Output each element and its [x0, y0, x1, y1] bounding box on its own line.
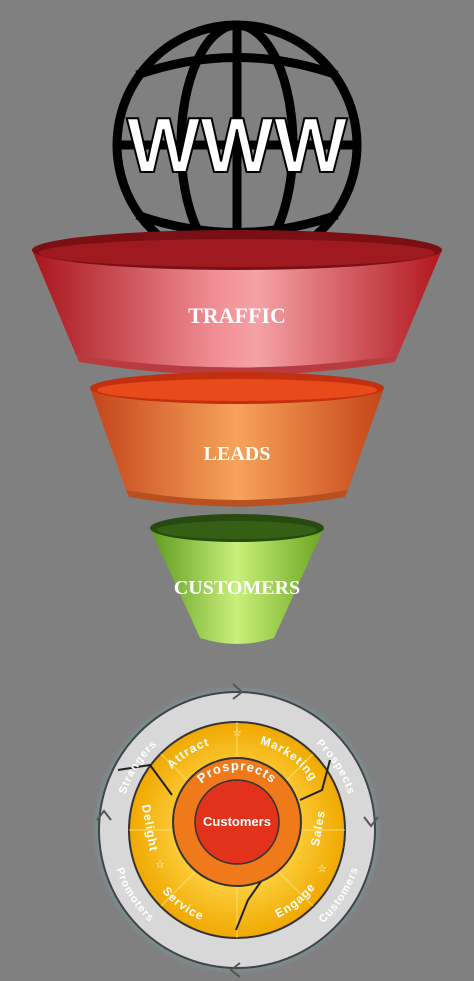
customer-cycle-wheel [92, 683, 382, 978]
funnel-stage-leads [90, 372, 384, 507]
globe-label: WWW [127, 101, 348, 189]
cycle-center-customers: Customers [203, 814, 271, 829]
star-icon: ☆ [155, 859, 165, 871]
funnel-stage-traffic [32, 230, 442, 375]
cycle-mid-sales: Sales [308, 809, 328, 847]
funnel-label-customers: CUSTOMERS [174, 577, 300, 599]
funnel-stage-customers [150, 514, 324, 644]
star-icon: ☆ [317, 863, 327, 875]
funnel-label-leads: LEADS [204, 443, 271, 465]
svg-text:Sales: Sales [308, 809, 328, 847]
star-icon: ☆ [232, 727, 242, 739]
funnel-label-traffic: TRAFFIC [188, 303, 286, 328]
